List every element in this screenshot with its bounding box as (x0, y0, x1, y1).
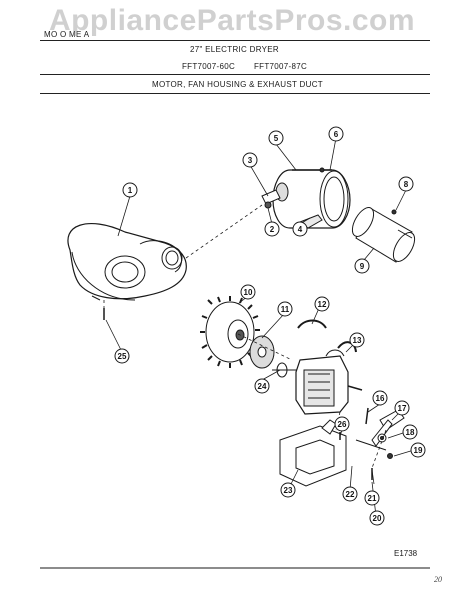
callout-circle-2 (264, 221, 280, 237)
callout-22: 22 (346, 490, 355, 499)
callout-11: 11 (281, 305, 290, 314)
duct-clip (319, 167, 325, 173)
diagram-id: E1738 (394, 549, 418, 558)
exhaust-duct-pipe (351, 207, 416, 263)
callout-17: 17 (398, 404, 407, 413)
motor-clamp (297, 319, 327, 329)
callout-circle-25 (114, 348, 130, 364)
callout-3: 3 (248, 156, 253, 165)
callout-circle-6 (328, 126, 344, 142)
callout-circle-20 (369, 510, 385, 526)
callout-24: 24 (258, 382, 267, 391)
callout-circle-12 (314, 296, 330, 312)
callout-circle-26 (334, 416, 350, 432)
callout-9: 9 (360, 262, 365, 271)
callout-23: 23 (284, 486, 293, 495)
callout-circle-17 (394, 400, 410, 416)
thermal-fuse (261, 189, 281, 209)
model-number-1: FFT7007-60C (182, 62, 236, 71)
callout-circle-16 (372, 390, 388, 406)
callout-circle-1 (122, 182, 138, 198)
callout-19: 19 (414, 446, 423, 455)
blower-wheel (200, 296, 260, 368)
callout-20: 20 (373, 514, 382, 523)
callout-circle-22 (342, 486, 358, 502)
idler-pulley (272, 362, 300, 378)
model-number-2: FFT7007-87C (254, 62, 308, 71)
duct-screw (391, 209, 397, 215)
callout-circle-24 (254, 378, 270, 394)
header-rule-middle (40, 74, 430, 75)
callout-26: 26 (338, 420, 347, 429)
handwritten-mark: 20 (434, 575, 442, 584)
callout-2: 2 (270, 225, 275, 234)
exhaust-duct-with-thermostat (265, 169, 351, 229)
callout-circle-5 (268, 130, 284, 146)
callout-10: 10 (244, 288, 253, 297)
callout-leaders (105, 137, 415, 517)
header-rule-bottom (40, 93, 430, 94)
callout-18: 18 (406, 428, 415, 437)
assembly-leader-lines (103, 204, 387, 469)
drive-motor (295, 349, 363, 415)
product-title: 27" ELECTRIC DRYER (190, 45, 280, 54)
callout-5: 5 (274, 134, 279, 143)
callout-circle-13 (349, 332, 365, 348)
callout-circle-4 (292, 221, 308, 237)
callout-circle-18 (402, 424, 418, 440)
callout-circle-9 (354, 258, 370, 274)
blower-seal-disc (249, 335, 275, 369)
callout-8: 8 (404, 180, 409, 189)
callout-circle-23 (280, 482, 296, 498)
header-top-label: MO O ME A (44, 30, 90, 39)
callout-6: 6 (334, 130, 339, 139)
motor-clamp-rear (337, 341, 357, 353)
callout-balloons (114, 126, 426, 526)
callout-1: 1 (128, 186, 133, 195)
callout-circle-3 (242, 152, 258, 168)
callout-circle-11 (277, 301, 293, 317)
callout-16: 16 (376, 394, 385, 403)
idler-spring (365, 407, 369, 425)
callout-circle-19 (410, 442, 426, 458)
callout-13: 13 (353, 336, 362, 345)
section-title: MOTOR, FAN HOUSING & EXHAUST DUCT (152, 80, 323, 89)
callout-circle-21 (364, 490, 380, 506)
header-rule-top (40, 40, 430, 41)
callout-circle-10 (240, 284, 256, 300)
callout-25: 25 (118, 352, 127, 361)
callout-12: 12 (318, 300, 327, 309)
callout-numbers: 1 2 3 4 5 6 8 9 10 11 12 13 16 17 18 19 … (118, 130, 423, 523)
callout-4: 4 (298, 225, 303, 234)
callout-circle-8 (398, 176, 414, 192)
fan-housing (67, 223, 187, 301)
callout-21: 21 (368, 494, 377, 503)
idler-arm (355, 409, 405, 459)
